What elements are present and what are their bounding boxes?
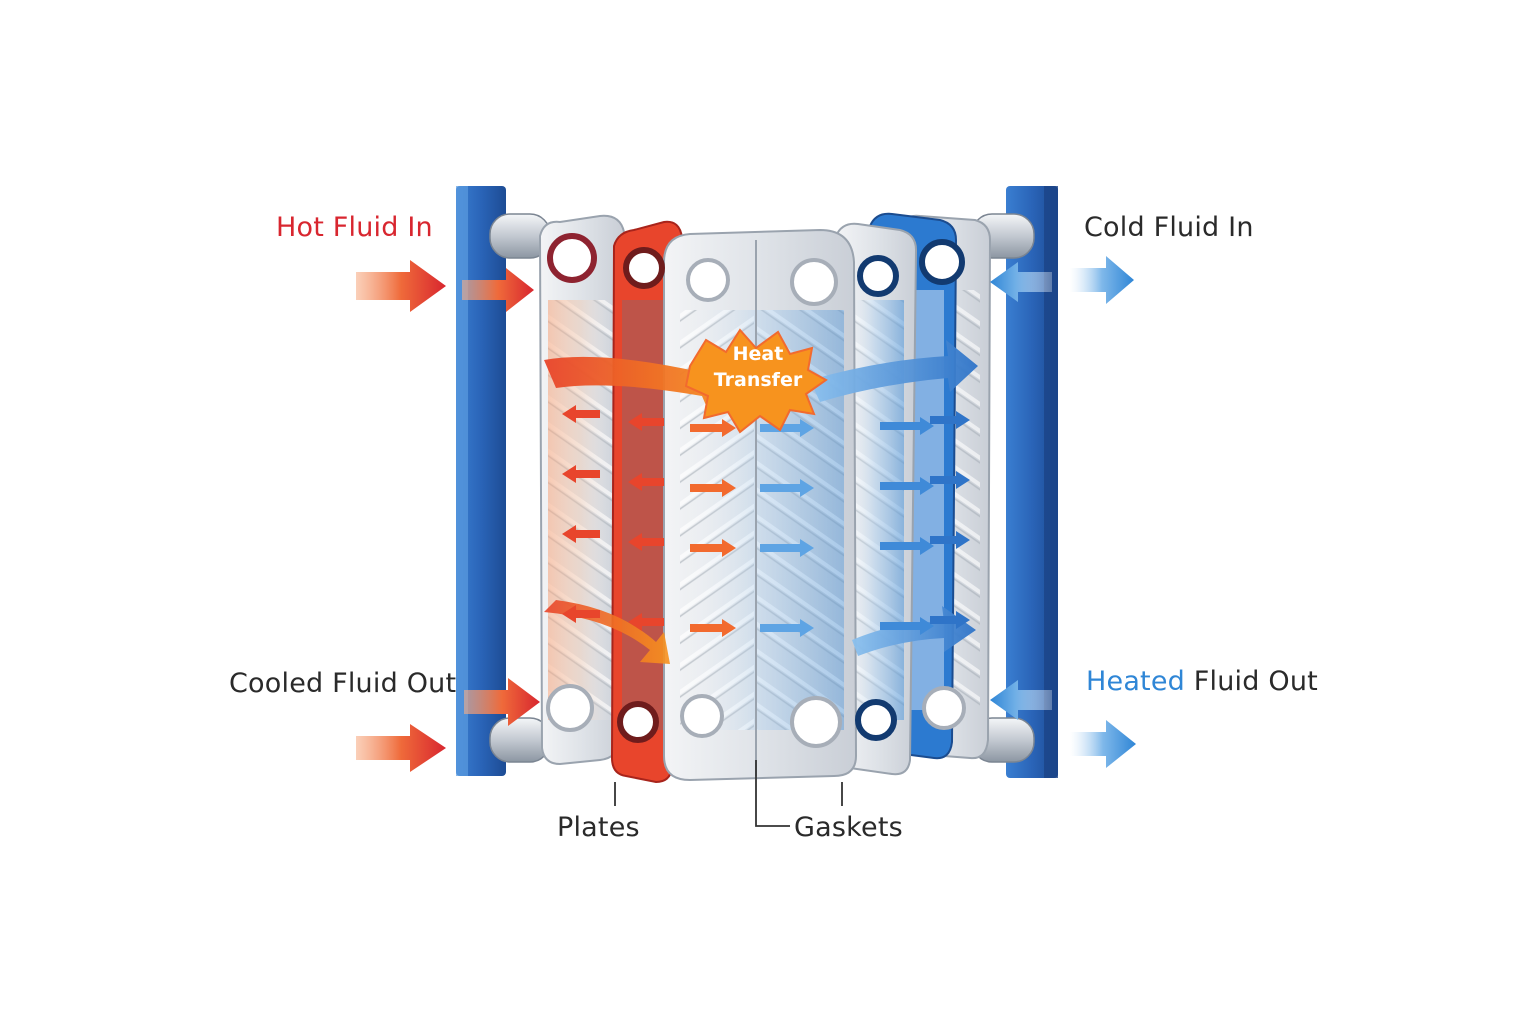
flow-arrow [760, 419, 814, 437]
left-frame [456, 186, 506, 776]
heat-burst-icon: Heat Transfer [684, 328, 828, 434]
flow-arrow-icon [356, 256, 1136, 772]
flow-arrow [562, 525, 600, 543]
gaskets-label: Gaskets [794, 812, 903, 843]
flow-arrow [930, 531, 970, 549]
flow-arrow [880, 417, 934, 435]
flow-arrow [760, 539, 814, 557]
flow-arrow [690, 539, 736, 557]
heated-word: Heated [1086, 666, 1185, 697]
flow-arrow [690, 619, 736, 637]
plates-label: Plates [557, 812, 640, 843]
hot-fluid-in-label: Hot Fluid In [276, 212, 433, 243]
flow-arrow [880, 477, 934, 495]
flow-arrow [628, 413, 664, 431]
flow-arrow [628, 533, 664, 551]
flow-arrow [628, 613, 664, 631]
flow-arrow [930, 471, 970, 489]
flow-arrow [760, 619, 814, 637]
flow-arrow [562, 405, 600, 423]
internal-flow-arrows [562, 405, 970, 637]
cold-fluid-in-label: Cold Fluid In [1084, 212, 1254, 243]
flow-arrow [880, 537, 934, 555]
fluid-out-word: Fluid Out [1193, 666, 1318, 697]
right-frame [1006, 186, 1058, 778]
flow-arrow [562, 465, 600, 483]
callout-leaders [614, 760, 843, 827]
flow-arrow [690, 479, 736, 497]
flow-arrow [930, 611, 970, 629]
port-ring-icon [546, 233, 966, 748]
heat-transfer-line2: Transfer [714, 369, 803, 391]
tie-rods [489, 213, 1035, 763]
cold-flow-top [810, 340, 978, 402]
flow-arrow [930, 411, 970, 429]
flow-arrow [562, 605, 600, 623]
cooled-fluid-out-label: Cooled Fluid Out [229, 668, 457, 699]
plate-stack-right [835, 212, 992, 776]
flow-arrow [880, 617, 934, 635]
flow-arrow [760, 479, 814, 497]
flow-arrow [628, 473, 664, 491]
heat-transfer-line1: Heat [733, 343, 784, 365]
flow-arrow [690, 419, 736, 437]
heated-fluid-out-label: Heated Fluid Out [1086, 666, 1318, 697]
